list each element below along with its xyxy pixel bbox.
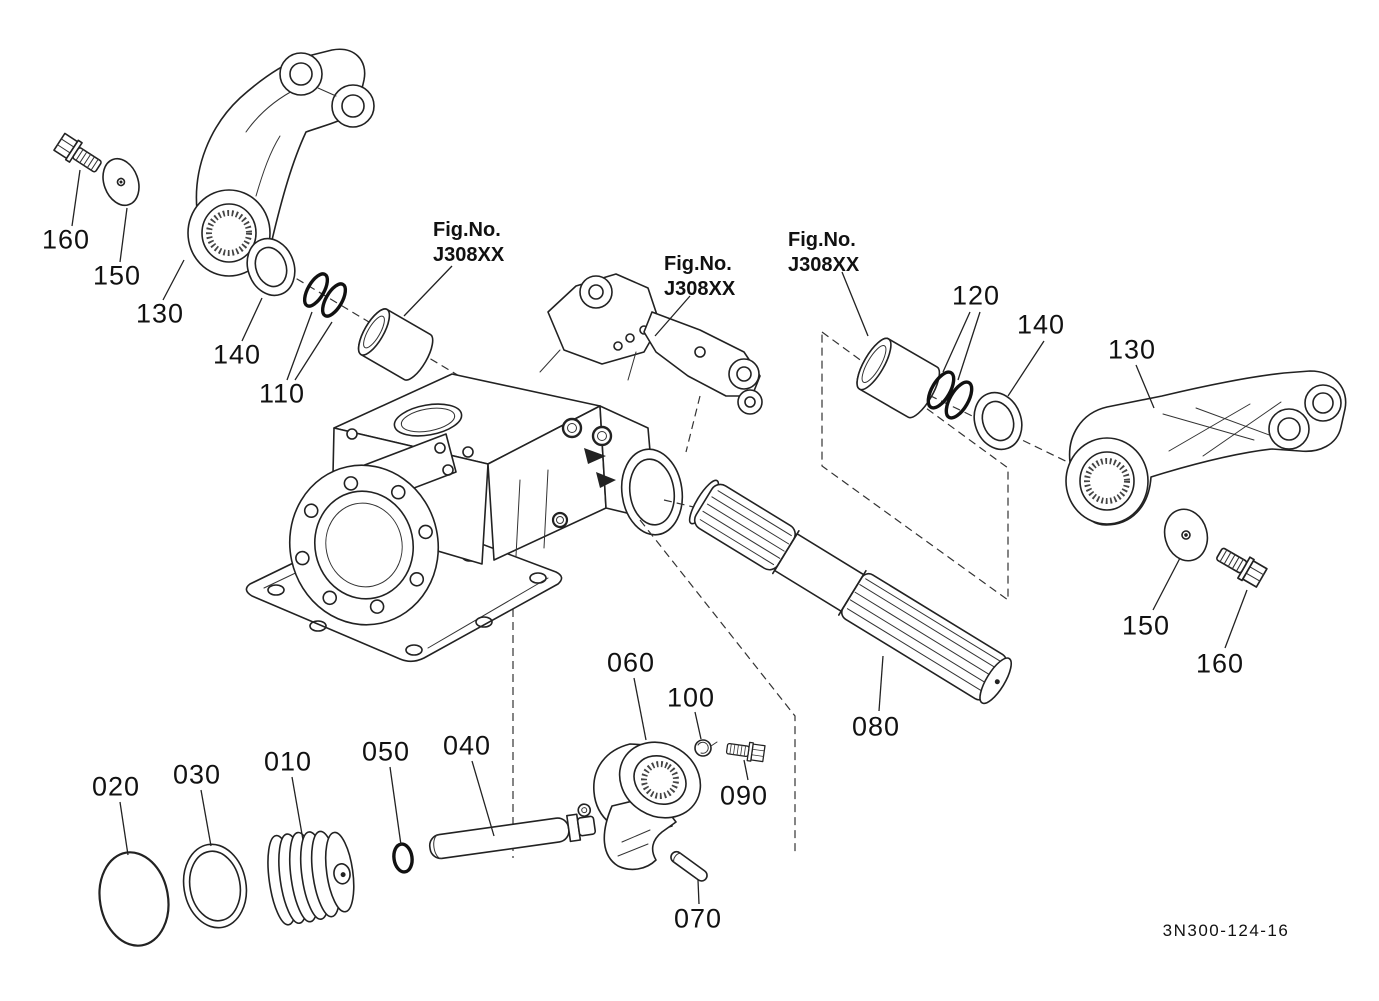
bolt-160-right (1212, 542, 1269, 590)
oring-020 (98, 851, 170, 947)
housing-ports (551, 417, 616, 529)
piston-rod-040 (428, 803, 597, 860)
part-label-120: 120 (951, 280, 1001, 311)
piston-010 (267, 830, 355, 926)
part-label-160-left: 160 (41, 224, 91, 255)
washer-140-right (973, 391, 1023, 451)
fig-ref-right: Fig.No. J308XX (788, 228, 859, 278)
top-opening (393, 403, 463, 437)
lift-arm-130-right (1065, 370, 1347, 526)
part-label-150-left: 150 (92, 260, 142, 291)
leader-lines (71, 169, 1248, 905)
oring-110-a (302, 272, 330, 308)
part-label-160-right: 160 (1195, 648, 1245, 679)
arm-boss-right (1065, 437, 1149, 525)
part-label-140-right: 140 (1016, 309, 1066, 340)
part-label-110: 110 (258, 378, 306, 409)
pin-070 (670, 850, 708, 882)
spring-100 (694, 739, 718, 757)
lift-arm-130-left (187, 48, 375, 277)
part-label-140-left: 140 (212, 339, 262, 370)
part-label-100: 100 (666, 682, 716, 713)
part-label-010: 010 (263, 746, 313, 777)
bushing-left (357, 308, 434, 381)
part-label-060: 060 (606, 647, 656, 678)
right-bracket (643, 311, 763, 415)
top-bracket (539, 273, 661, 381)
part-label-070: 070 (673, 903, 723, 934)
fig-ref-left-line2: J308XX (433, 244, 505, 266)
oring-120-b (944, 380, 974, 420)
shaft-bore (620, 448, 684, 536)
part-label-130-left: 130 (135, 298, 185, 329)
gearbox-housing (245, 273, 763, 663)
part-label-020: 020 (91, 771, 141, 802)
fig-ref-center: Fig.No. J308XX (664, 252, 735, 302)
bolt-160-left (52, 131, 106, 178)
part-label-040: 040 (442, 730, 492, 761)
washer-150-left (102, 157, 140, 207)
fig-ref-center-line2: J308XX (664, 278, 736, 300)
rockshaft-080 (688, 479, 1013, 705)
bolt-090 (725, 738, 766, 764)
oring-110-b (320, 282, 348, 318)
oring-120-a (926, 370, 956, 410)
backup-ring-030 (182, 843, 248, 929)
part-label-130-right: 130 (1107, 334, 1157, 365)
part-label-080: 080 (851, 711, 901, 742)
fig-ref-right-line1: Fig.No. (788, 229, 856, 251)
part-label-150-right: 150 (1121, 610, 1171, 641)
part-label-050: 050 (361, 736, 411, 767)
washer-150-right (1163, 508, 1209, 562)
fig-ref-left: Fig.No. J308XX (433, 218, 504, 268)
washer-140-left (246, 237, 296, 297)
part-label-030: 030 (172, 759, 222, 790)
drawing-number: 3N300-124-16 (1162, 921, 1290, 940)
fig-ref-right-line2: J308XX (788, 254, 860, 276)
fig-ref-center-line1: Fig.No. (664, 253, 732, 275)
cylinder-arm-060 (593, 741, 702, 871)
part-label-090: 090 (719, 780, 769, 811)
oring-050 (392, 842, 414, 874)
bushing-right (856, 337, 941, 419)
fig-ref-left-line1: Fig.No. (433, 219, 501, 241)
left-flange (288, 464, 440, 626)
